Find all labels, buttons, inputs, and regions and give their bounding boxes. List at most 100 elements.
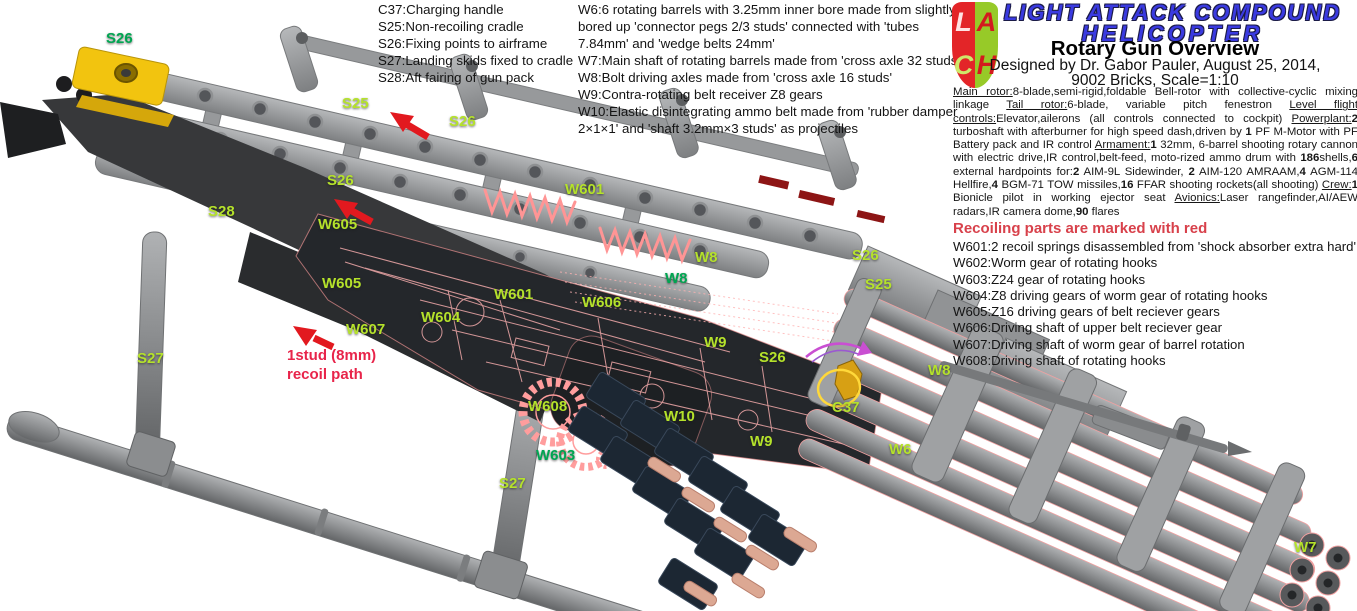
diagram-label-w605: W605 (322, 275, 362, 292)
spec-segment: AIM-9L Sidewinder, (1079, 165, 1189, 178)
spec-segment: 186 (1300, 152, 1320, 165)
spec-segment: Powerplant: (1291, 112, 1352, 125)
legend-line: W607:Driving shaft of worm gear of barre… (953, 336, 1245, 352)
spec-segment: Avionics: (1174, 192, 1220, 205)
spec-segment: 1 (1351, 179, 1357, 192)
diagram-label-w7: W7 (1294, 539, 1317, 556)
legend-line: W601:2 recoil springs disassembled from … (953, 239, 1357, 254)
legend-line: S25:Non-recoiling cradle (378, 19, 524, 34)
muzzle-ends (1279, 532, 1351, 611)
recoil-wireframe (339, 247, 854, 447)
logo-letter-h: H (976, 50, 997, 80)
spec-segment: 1 (1245, 125, 1252, 138)
recoil-axle-bars (758, 175, 886, 224)
legend-line: W602:Worm gear of rotating hooks (953, 255, 1158, 271)
diagram-label-w6: W6 (889, 441, 912, 458)
diagram-label-w601: W601 (565, 181, 605, 198)
recoil-note: Recoiling parts are marked with red (953, 220, 1208, 237)
diagram-label-w8: W8 (695, 249, 718, 266)
spec-segment: Main rotor: (953, 86, 1013, 98)
spec-segment: AIM-120 AMRAAM, (1194, 165, 1300, 178)
diagram-label-w604: W604 (421, 309, 461, 326)
spec-segment: 2 (1351, 112, 1357, 125)
spec-segment: 16 (1120, 179, 1134, 192)
spec-segment: Elevator,ailerons (all controls connecte… (996, 112, 1292, 125)
spec-segment: 4 (991, 179, 998, 192)
landing-skids (6, 231, 668, 611)
diagram-label-w10: W10 (664, 408, 695, 425)
spec-segment: PF M-Motor with PF Battery pack and IR c… (953, 125, 1357, 152)
spec-segment: 1 (1150, 139, 1157, 152)
spec-segment: 6 (1351, 152, 1357, 165)
legend-line: W6:6 rotating barrels with 3.25mm inner … (578, 2, 956, 17)
diagram-label-w8: W8 (928, 362, 951, 379)
legend-rotating-parts: W6:6 rotating barrels with 3.25mm inner … (578, 1, 960, 137)
spec-segment: Laser rangefinder,AI/AEW radars,IR camer… (953, 192, 1357, 218)
page-title: Rotary Gun Overview (1050, 37, 1260, 60)
logo-letter-l: L (955, 7, 972, 37)
spec-segment: AGM-114 Hellfire, (953, 165, 1357, 192)
diagram-label-w606: W606 (582, 294, 622, 311)
legend-line: S26:Fixing points to airframe (378, 36, 548, 51)
spec-segment: 6-blade, variable pitch fenestron (1067, 99, 1290, 112)
legend-line: W605:Z16 driving gears of belt reciever … (953, 304, 1220, 320)
spec-segment: BGM-71 TOW missiles, (997, 179, 1121, 192)
logo-letter-c: C (953, 50, 974, 80)
spec-segment: Armament: (1094, 139, 1151, 152)
diagram-label-w8: W8 (665, 270, 688, 287)
byline-bricks-scale: 9002 Bricks, Scale=1:10 (1071, 72, 1239, 89)
diagram-label-w608: W608 (528, 398, 568, 415)
diagram-label-s28: S28 (208, 203, 235, 220)
diagram-label-s27: S27 (499, 475, 526, 492)
spec-segment: 90 (1075, 205, 1089, 218)
diagram-label-w605: W605 (318, 216, 358, 233)
legend-line: 7.84mm' and 'wedge belts 24mm' (578, 36, 775, 51)
logo-letter-a: A (976, 7, 997, 37)
diagram-label-s25: S25 (342, 95, 369, 112)
legend-line: bored up 'connector pegs 2/3 studs' conn… (578, 19, 919, 34)
diagram-label-s26: S26 (106, 30, 133, 47)
diagram-label-w607: W607 (346, 321, 386, 338)
legend-line: W608:Driving shaft of rotating hooks (953, 353, 1166, 369)
legend-line: W606:Driving shaft of upper belt recieve… (953, 320, 1223, 336)
spec-segment: shells, (1319, 152, 1352, 165)
diagram-label-s27: S27 (137, 350, 164, 367)
legend-line: S28:Aft fairing of gun pack (378, 70, 534, 85)
spec-segment: Level flight controls: (953, 99, 1357, 125)
spec-segment: Tail rotor: (1006, 99, 1068, 112)
spec-paragraph: Main rotor:8-blade,semi-rigid,foldable B… (953, 86, 1357, 219)
spec-segment: Crew: (1321, 179, 1352, 192)
legend-line: W604:Z8 driving gears of worm gear of ro… (953, 287, 1268, 303)
spec-segment: 32mm, 6-barrel shooting rotary cannon wi… (953, 139, 1357, 165)
diagram-label-c37: C37 (832, 399, 860, 416)
recoil-arrows (293, 112, 430, 351)
spec-segment: turboshaft with afterburner for high spe… (953, 125, 1246, 138)
spec-segment: 8-blade,semi-rigid,foldable Bell-rotor w… (953, 86, 1357, 112)
ammo-shells (647, 456, 818, 607)
spec-segment: 4 (1299, 165, 1306, 178)
diagram-label-s25: S25 (865, 276, 892, 293)
title-line1: LIGHT ATTACK COMPOUND (1003, 0, 1342, 25)
legend-recoiling-parts: W601:2 recoil springs disassembled from … (953, 239, 1356, 369)
title-line2: HELICOPTER (1081, 21, 1264, 46)
airframe-fixing-brick (0, 46, 174, 158)
diagram-label-s26: S26 (327, 172, 354, 189)
diagram-label-w601: W601 (494, 286, 534, 303)
spec-segment: external hardpoints for: (953, 165, 1073, 178)
diagram-label-s26: S26 (449, 113, 476, 130)
legend-line: W8:Bolt driving axles made from 'cross a… (578, 70, 892, 85)
diagram-label-w9: W9 (750, 433, 773, 450)
legend-line: S27:Landing skids fixed to cradle (378, 53, 574, 68)
diagram-label-s26: S26 (759, 349, 786, 366)
recoil-springs (483, 187, 692, 265)
spec-segment: 2 (1188, 165, 1195, 178)
spec-segment: Bionicle pilot in working ejector seat (953, 192, 1175, 205)
legend-line: C37:Charging handle (378, 2, 504, 17)
byline-designer: Designed by Dr. Gabor Pauler, August 25,… (989, 57, 1321, 74)
spec-segment: 2 (1072, 165, 1080, 178)
diagram-label-w9: W9 (704, 334, 727, 351)
spec-segment: FFAR shooting rockets(all shooting) (1133, 179, 1322, 192)
